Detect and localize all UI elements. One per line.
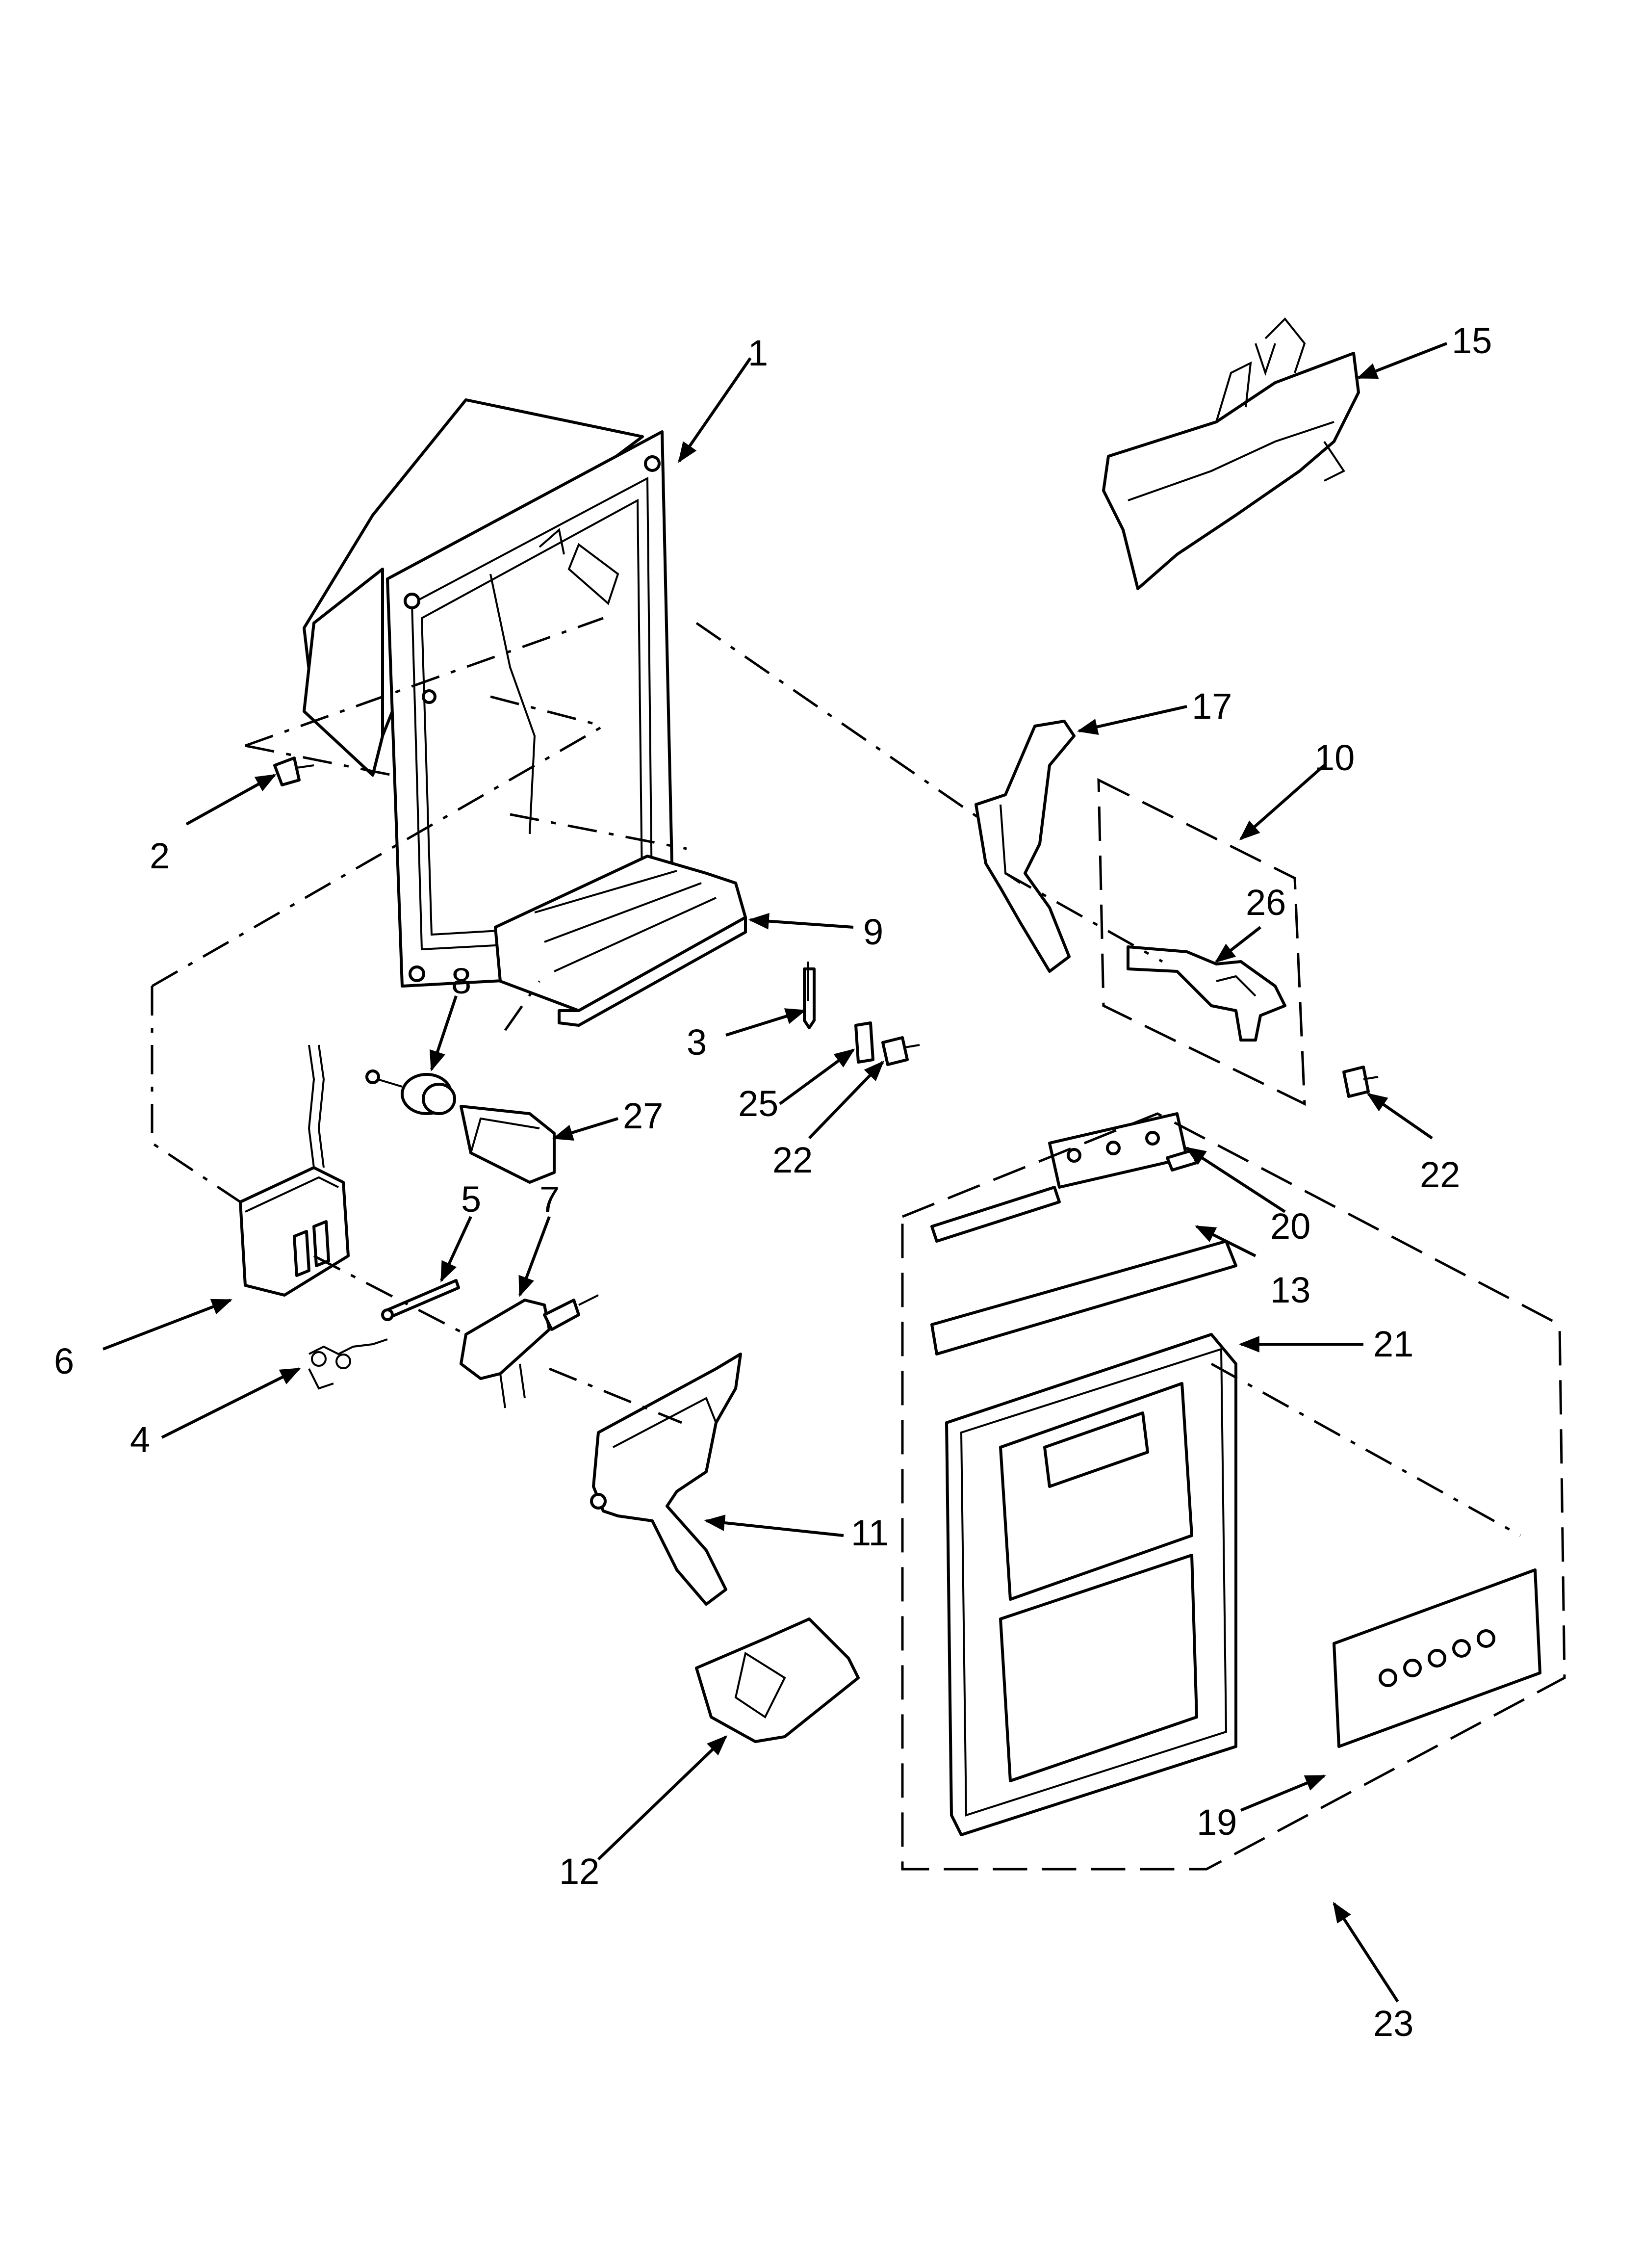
callout-11: 11 xyxy=(851,1512,889,1553)
part-20-control-board xyxy=(930,1112,1188,1243)
part-9-flap xyxy=(494,855,747,1027)
callout-labels: 1 15 2 17 10 26 9 8 3 25 22 22 27 5 7 6 … xyxy=(54,320,1492,2044)
callout-6: 6 xyxy=(54,1341,74,1382)
part-15-bracket xyxy=(1102,317,1360,590)
leader-arrows xyxy=(102,342,1448,2003)
part-27-cover xyxy=(460,1105,556,1184)
callout-5: 5 xyxy=(461,1179,481,1220)
part-22-screw-left xyxy=(881,1036,920,1066)
callout-4: 4 xyxy=(130,1419,150,1460)
callout-2: 2 xyxy=(150,835,170,876)
callout-22-left: 22 xyxy=(772,1140,813,1180)
part-22-screw-right xyxy=(1342,1066,1379,1098)
part-6-switch-housing xyxy=(239,1044,350,1297)
part-3-clip xyxy=(803,962,816,1029)
callout-1: 1 xyxy=(748,333,768,373)
callout-8: 8 xyxy=(451,961,471,1001)
explode-lines xyxy=(151,617,1521,1537)
part-25-plate xyxy=(854,1021,874,1064)
part-11-lever xyxy=(590,1353,742,1606)
part-26-actuator xyxy=(1127,945,1286,1042)
assembly-outline-23 xyxy=(901,1112,1566,1871)
callout-13: 13 xyxy=(1270,1270,1310,1310)
part-1-housing xyxy=(303,398,676,988)
callout-9: 9 xyxy=(863,912,883,952)
part-21-front-panel xyxy=(930,1240,1237,1836)
callout-19: 19 xyxy=(1197,1802,1237,1843)
callout-3: 3 xyxy=(687,1022,707,1063)
part-7-switch xyxy=(460,1294,599,1408)
callout-23: 23 xyxy=(1373,2003,1413,2044)
callout-15: 15 xyxy=(1452,320,1492,361)
callout-7: 7 xyxy=(539,1179,560,1220)
part-12-cup xyxy=(695,1617,860,1743)
callout-20: 20 xyxy=(1270,1206,1310,1247)
callout-10: 10 xyxy=(1314,737,1355,778)
callout-27: 27 xyxy=(623,1095,663,1136)
callout-17: 17 xyxy=(1192,686,1232,727)
part-4-spring xyxy=(308,1338,388,1390)
part-8-solenoid xyxy=(365,1069,456,1115)
callout-25: 25 xyxy=(738,1083,778,1124)
callout-22-right: 22 xyxy=(1420,1154,1460,1195)
part-2-screw xyxy=(273,756,314,786)
part-17-paddle xyxy=(975,720,1076,973)
part-5-pin xyxy=(381,1279,460,1321)
callout-26: 26 xyxy=(1246,882,1286,923)
assembly-outline-10 xyxy=(1097,778,1306,1106)
part-19-overlay xyxy=(1333,1568,1541,1748)
callout-21: 21 xyxy=(1373,1324,1413,1364)
callout-12: 12 xyxy=(559,1851,599,1892)
